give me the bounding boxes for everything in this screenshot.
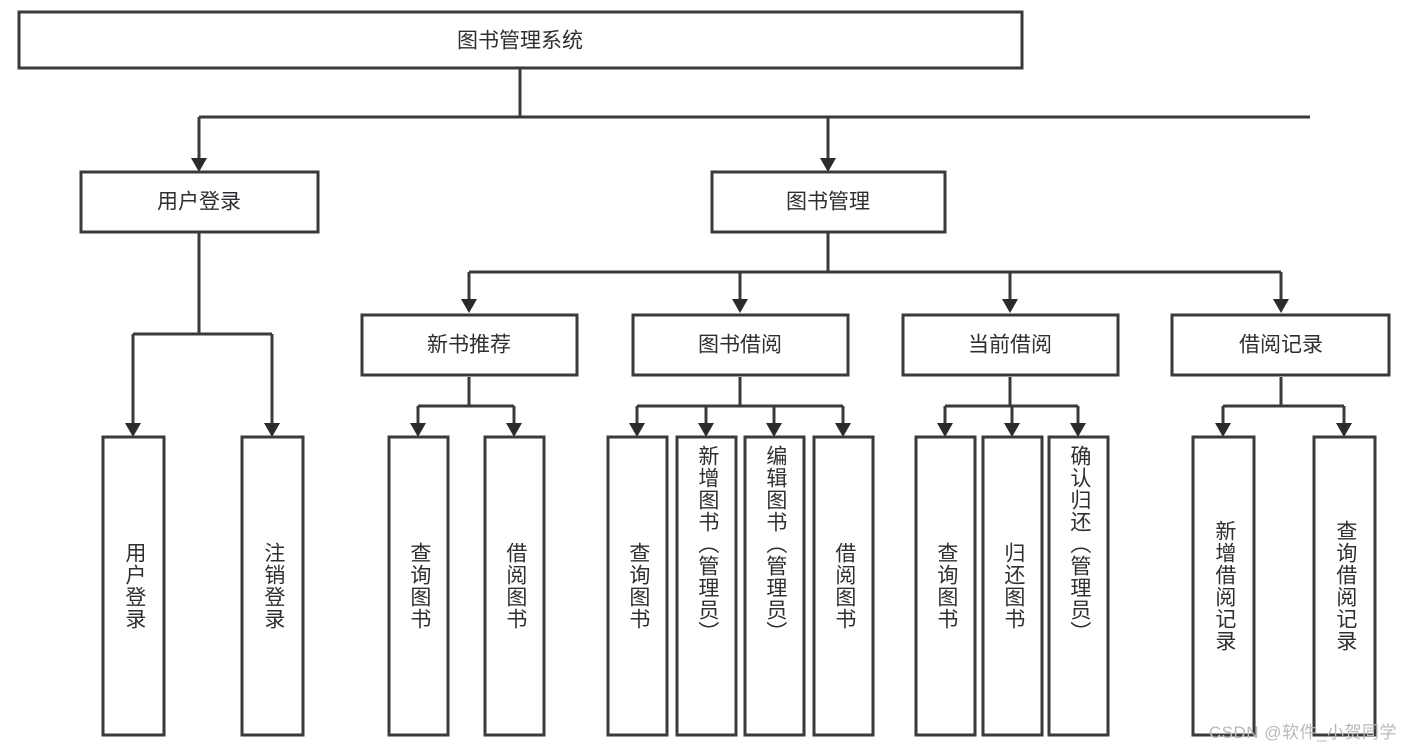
leaf-box-record-add[interactable]	[1191, 435, 1256, 737]
node-root-label: 图书管理系统	[457, 30, 583, 53]
connector-borrow-to-leaves	[629, 377, 851, 437]
node-book-management[interactable]: 图书管理	[710, 170, 947, 234]
connector-root-to-level2	[191, 68, 1310, 172]
leaf-box-record-query[interactable]	[1312, 435, 1377, 737]
leaf-box-recommend-query-book[interactable]	[387, 435, 450, 737]
connector-bookmgmt-to-groups	[461, 232, 1289, 313]
node-borrow-record-label: 借阅记录	[1239, 334, 1323, 357]
leaf-box-borrow-query-book[interactable]	[606, 435, 669, 737]
connector-current-to-leaves	[937, 377, 1086, 437]
leaf-box-borrow-add-book[interactable]	[675, 435, 738, 737]
leaf-box-user-login[interactable]	[101, 435, 166, 737]
node-new-book-recommend[interactable]: 新书推荐	[360, 313, 579, 377]
leaf-box-current-confirm-return[interactable]	[1047, 435, 1110, 737]
connector-record-to-leaves	[1215, 377, 1352, 437]
leaf-box-recommend-borrow-book[interactable]	[483, 435, 546, 737]
node-current-borrow[interactable]: 当前借阅	[901, 313, 1120, 377]
node-user-login-label: 用户登录	[157, 191, 241, 214]
node-new-book-recommend-label: 新书推荐	[427, 334, 511, 357]
leaf-box-borrow-borrow-book[interactable]	[812, 435, 875, 737]
connector-userlogin-to-leaves	[125, 232, 280, 437]
leaf-box-current-return-book[interactable]	[981, 435, 1044, 737]
node-book-borrow[interactable]: 图书借阅	[631, 313, 850, 377]
node-user-login[interactable]: 用户登录	[79, 170, 320, 234]
leaf-box-current-query-book[interactable]	[914, 435, 977, 737]
node-borrow-record[interactable]: 借阅记录	[1170, 313, 1391, 377]
node-root[interactable]: 图书管理系统	[17, 10, 1024, 70]
csdn-watermark: CSDN @软件_小贺同学	[1208, 723, 1397, 742]
node-current-borrow-label: 当前借阅	[968, 334, 1052, 357]
node-book-borrow-label: 图书借阅	[698, 334, 782, 357]
connector-newbook-to-leaves	[410, 377, 522, 437]
node-book-management-label: 图书管理	[786, 191, 870, 214]
leaf-box-user-logout[interactable]	[240, 435, 305, 737]
leaf-box-borrow-edit-book[interactable]	[743, 435, 806, 737]
